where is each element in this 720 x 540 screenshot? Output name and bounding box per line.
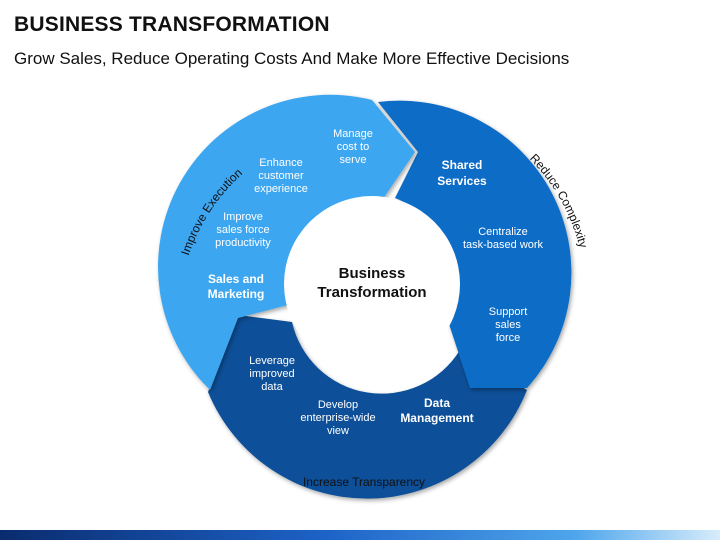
data-item-1-line1: Leverage <box>249 355 295 367</box>
sales-item-1-line3: productivity <box>215 237 271 249</box>
shared-title-line1: Shared <box>442 158 483 172</box>
center-label-line2: Transformation <box>317 284 426 301</box>
sales-item-1-line1: Improve <box>223 211 263 223</box>
sales-title-line2: Marketing <box>208 287 265 301</box>
data-item-2-line3: view <box>327 425 349 437</box>
sales-item-3-line3: serve <box>340 154 367 166</box>
shared-item-1-line2: task-based work <box>463 239 544 251</box>
sales-item-2-line2: customer <box>258 170 304 182</box>
segment-sales-marketing <box>158 94 416 390</box>
data-management-items: Leverage improved data Develop enterpris… <box>249 355 474 437</box>
data-item-2-line1: Develop <box>318 399 358 411</box>
footer-gradient-bar <box>0 530 720 540</box>
shared-item-1-line1: Centralize <box>478 226 528 238</box>
data-item-1-line2: improved <box>249 368 294 380</box>
sales-item-2-line3: experience <box>254 183 308 195</box>
sales-item-3-line1: Manage <box>333 128 373 140</box>
shared-item-2-line2: sales <box>495 319 521 331</box>
data-title-line2: Management <box>400 411 473 425</box>
sales-item-2-line1: Enhance <box>259 157 302 169</box>
sales-item-1-line2: sales force <box>216 224 269 236</box>
data-item-1-line3: data <box>261 381 283 393</box>
segment-shared-services <box>378 100 572 388</box>
page-title: BUSINESS TRANSFORMATION <box>14 13 330 36</box>
sales-marketing-items: Manage cost to serve Enhance customer ex… <box>208 128 373 301</box>
sales-title-line1: Sales and <box>208 272 264 286</box>
segment-data-management <box>208 315 527 499</box>
label-increase-transparency: Increase Transparency <box>303 475 425 489</box>
data-title-line1: Data <box>424 396 450 410</box>
shared-item-2-line3: force <box>496 332 520 344</box>
data-item-2-line2: enterprise-wide <box>300 412 375 424</box>
sales-item-3-line2: cost to <box>337 141 369 153</box>
shared-title-line2: Services <box>437 174 487 188</box>
center-circle <box>284 196 460 372</box>
shared-services-items: Shared Services Centralize task-based wo… <box>437 158 543 344</box>
page-subtitle: Grow Sales, Reduce Operating Costs And M… <box>14 49 570 68</box>
center-label-line1: Business <box>339 265 406 282</box>
shared-item-2-line1: Support <box>489 306 528 318</box>
